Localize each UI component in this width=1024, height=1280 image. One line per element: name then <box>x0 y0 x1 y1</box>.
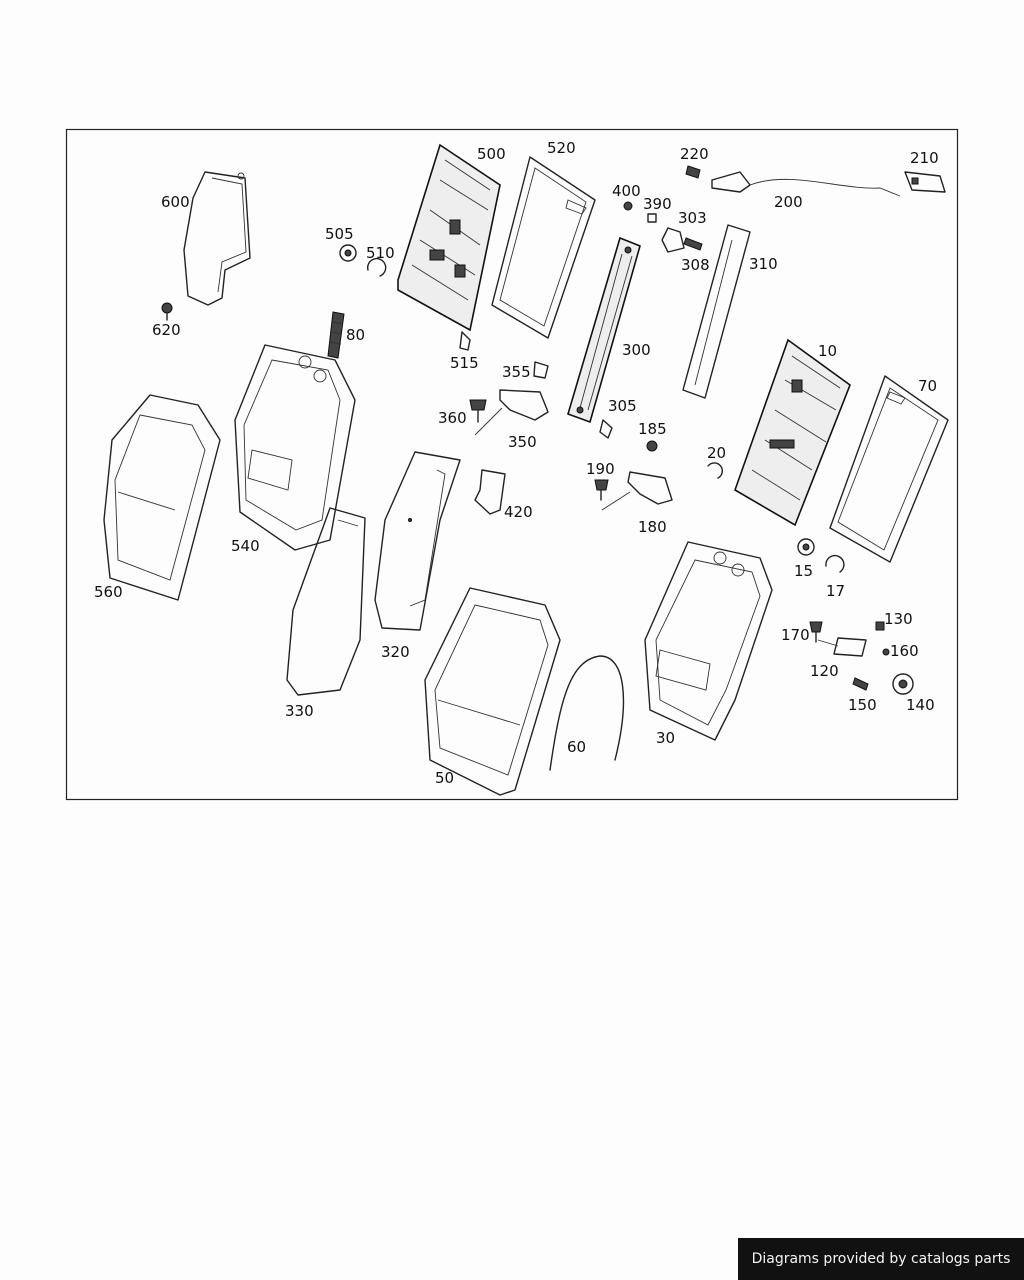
part-130-clip <box>875 621 885 631</box>
label-303: 303 <box>678 209 707 227</box>
part-180-bracket <box>601 471 673 511</box>
label-560: 560 <box>94 583 123 601</box>
part-600-headrest <box>183 171 251 306</box>
label-70: 70 <box>918 377 937 395</box>
part-620-clip <box>161 302 173 321</box>
part-120-plate <box>817 637 867 657</box>
part-305-clip <box>599 419 613 439</box>
part-420-bracket <box>474 469 506 515</box>
part-60-wire <box>549 655 625 771</box>
part-190-bolt <box>594 479 609 501</box>
part-200-cable <box>711 171 901 197</box>
label-140: 140 <box>906 696 935 714</box>
label-330: 330 <box>285 702 314 720</box>
label-540: 540 <box>231 537 260 555</box>
part-520-rear-panel <box>491 156 596 339</box>
part-540-backrest-cover <box>234 344 356 551</box>
part-355-latch <box>533 361 549 379</box>
label-17: 17 <box>826 582 845 600</box>
part-210-release-handle <box>904 171 946 193</box>
part-303-hinge <box>661 227 685 253</box>
credit-text: Diagrams provided by catalogs parts <box>751 1251 1011 1267</box>
label-130: 130 <box>884 610 913 628</box>
part-390-clip <box>647 213 657 223</box>
label-15: 15 <box>794 562 813 580</box>
part-15-guide <box>797 538 815 556</box>
part-400-nut <box>623 201 633 211</box>
label-120: 120 <box>810 662 839 680</box>
label-80: 80 <box>346 326 365 344</box>
label-505: 505 <box>325 225 354 243</box>
label-305: 305 <box>608 397 637 415</box>
label-320: 320 <box>381 643 410 661</box>
label-520: 520 <box>547 139 576 157</box>
label-500: 500 <box>477 145 506 163</box>
diagram-border <box>65 128 959 801</box>
part-30-backrest-cover <box>644 541 773 741</box>
part-500-backrest-frame <box>397 143 501 332</box>
label-200: 200 <box>774 193 803 211</box>
part-150-bolt <box>852 677 869 691</box>
label-220: 220 <box>680 145 709 163</box>
part-220-bolt <box>685 165 701 179</box>
part-320-bolster <box>374 451 461 631</box>
part-140-motor <box>892 673 914 695</box>
part-360-bolt <box>469 399 487 423</box>
label-350: 350 <box>508 433 537 451</box>
part-20-clip <box>707 462 724 479</box>
part-70-rear-panel <box>829 375 949 563</box>
label-310: 310 <box>749 255 778 273</box>
part-515-clip <box>459 331 471 351</box>
label-308: 308 <box>681 256 710 274</box>
label-600: 600 <box>161 193 190 211</box>
label-620: 620 <box>152 321 181 339</box>
part-80-guide-tube <box>327 311 345 359</box>
part-10-backrest-frame <box>734 338 851 527</box>
label-10: 10 <box>818 342 837 360</box>
label-360: 360 <box>438 409 467 427</box>
label-160: 160 <box>890 642 919 660</box>
label-355: 355 <box>502 363 531 381</box>
part-185-nut <box>646 440 658 452</box>
part-505-guide <box>339 244 357 262</box>
label-300: 300 <box>622 341 651 359</box>
part-310-trim-strip <box>682 224 751 399</box>
label-390: 390 <box>643 195 672 213</box>
part-300-side-frame <box>567 236 641 424</box>
credit-banner: Diagrams provided by catalogs parts <box>738 1238 1024 1280</box>
label-170: 170 <box>781 626 810 644</box>
part-510-ring <box>366 257 387 277</box>
label-180: 180 <box>638 518 667 536</box>
part-170-bolt <box>809 621 823 643</box>
part-308-bolt <box>683 237 703 251</box>
label-510: 510 <box>366 244 395 262</box>
label-400: 400 <box>612 182 641 200</box>
label-150: 150 <box>848 696 877 714</box>
part-50-seat-cushion <box>424 587 561 796</box>
label-30: 30 <box>656 729 675 747</box>
label-50: 50 <box>435 769 454 787</box>
part-330-side-cover <box>286 507 366 696</box>
label-515: 515 <box>450 354 479 372</box>
part-560-backrest-cushion <box>103 394 221 601</box>
label-210: 210 <box>910 149 939 167</box>
part-350-bracket <box>474 389 549 436</box>
label-420: 420 <box>504 503 533 521</box>
part-17-ring <box>825 554 845 573</box>
label-190: 190 <box>586 460 615 478</box>
label-185: 185 <box>638 420 667 438</box>
part-160-screw <box>882 648 890 656</box>
label-20: 20 <box>707 444 726 462</box>
label-60: 60 <box>567 738 586 756</box>
